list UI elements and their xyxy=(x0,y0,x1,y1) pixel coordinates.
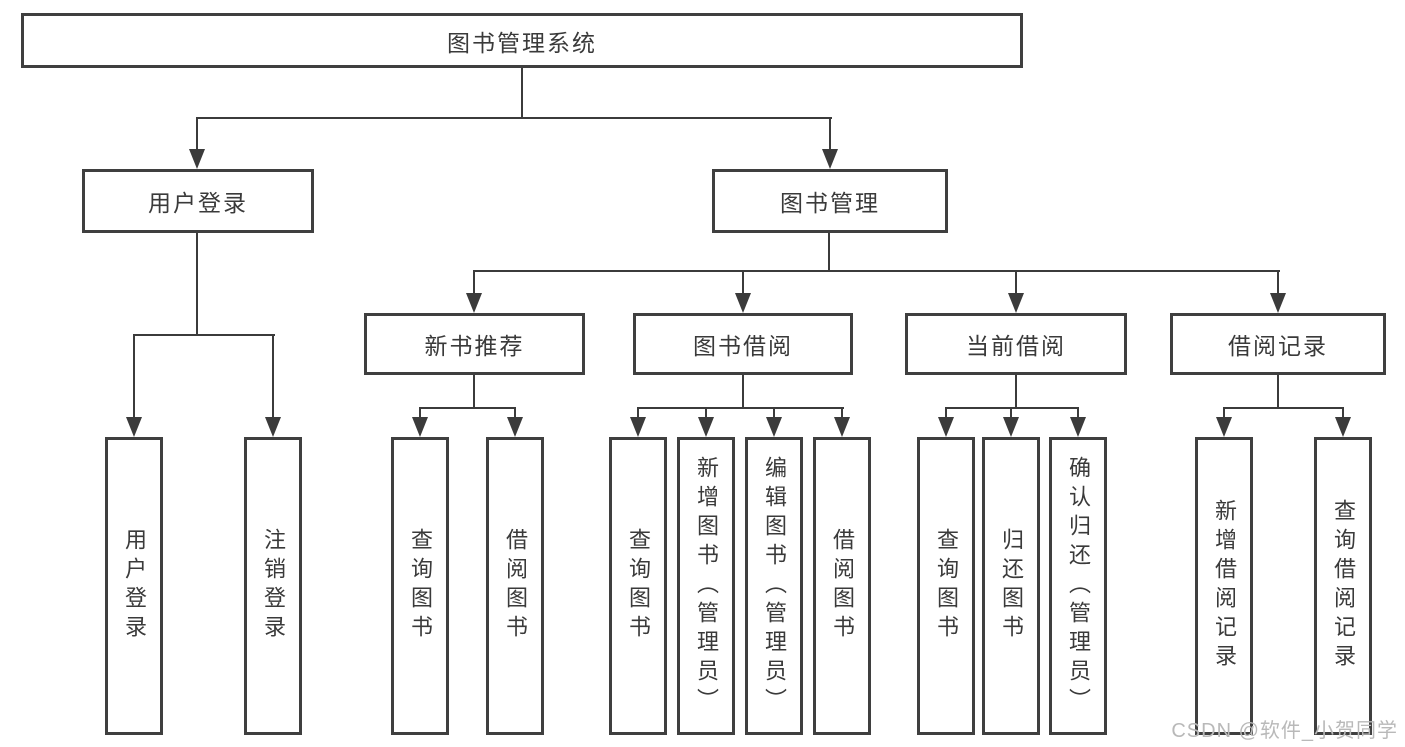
arrow-down-marker xyxy=(698,417,714,437)
connector-stem xyxy=(742,270,744,295)
arrow-down-marker xyxy=(1003,417,1019,437)
arrow-down-marker xyxy=(507,417,523,437)
connector-stem xyxy=(829,117,831,151)
watermark: CSDN @软件_小贺同学 xyxy=(1171,720,1398,742)
arrow-down-marker xyxy=(412,417,428,437)
arrow-down-marker xyxy=(1070,417,1086,437)
arrow-down-marker xyxy=(822,149,838,169)
connector-horizontal xyxy=(945,407,1079,409)
arrow-down-marker xyxy=(1270,293,1286,313)
connector-stem xyxy=(473,270,475,295)
connector-stem xyxy=(1015,270,1017,295)
arrow-down-marker xyxy=(735,293,751,313)
arrow-down-marker xyxy=(938,417,954,437)
connector-stem xyxy=(272,334,274,417)
leaf-query-borrow-record: 查询借阅记录 xyxy=(1314,437,1372,735)
connector-stem xyxy=(196,117,198,151)
connector-vertical xyxy=(473,375,475,409)
connector-stem xyxy=(773,407,775,419)
connector-stem xyxy=(1010,407,1012,419)
connector-stem xyxy=(514,407,516,419)
arrow-down-marker xyxy=(834,417,850,437)
connector-books-vertical xyxy=(828,232,830,272)
leaf-add-borrow-record: 新增借阅记录 xyxy=(1195,437,1253,735)
arrow-down-marker xyxy=(766,417,782,437)
leaf-borrow-books: 借阅图书 xyxy=(813,437,871,735)
leaf-query-books-recommend: 查询图书 xyxy=(391,437,449,735)
arrow-down-marker xyxy=(1216,417,1232,437)
arrow-down-marker xyxy=(1008,293,1024,313)
connector-stem xyxy=(419,407,421,419)
node-current-borrow: 当前借阅 xyxy=(905,313,1127,375)
connector-vertical xyxy=(1277,375,1279,409)
node-new-book-recommend: 新书推荐 xyxy=(364,313,585,375)
connector-vertical xyxy=(742,375,744,409)
node-book-management: 图书管理 xyxy=(712,169,948,233)
connector-horizontal xyxy=(1223,407,1344,409)
connector-stem xyxy=(133,334,135,417)
connector-stem xyxy=(1277,270,1279,295)
connector-horizontal xyxy=(419,407,516,409)
connector-stem xyxy=(1223,407,1225,419)
connector-vertical xyxy=(1015,375,1017,409)
node-book-borrow: 图书借阅 xyxy=(633,313,853,375)
connector-stem xyxy=(945,407,947,419)
arrow-down-marker xyxy=(265,417,281,437)
leaf-edit-books-admin: 编辑图书（管理员） xyxy=(745,437,803,735)
connector-stem xyxy=(705,407,707,419)
leaf-confirm-return-admin: 确认归还（管理员） xyxy=(1049,437,1107,735)
connector-root-horizontal xyxy=(196,117,832,119)
connector-stem xyxy=(1077,407,1079,419)
connector-root-vertical xyxy=(521,68,523,119)
node-borrow-records: 借阅记录 xyxy=(1170,313,1386,375)
connector-stem xyxy=(1342,407,1344,419)
leaf-borrow-books-recommend: 借阅图书 xyxy=(486,437,544,735)
arrow-down-marker xyxy=(189,149,205,169)
connector-login-vertical xyxy=(196,233,198,336)
arrow-down-marker xyxy=(466,293,482,313)
leaf-query-books-current: 查询图书 xyxy=(917,437,975,735)
arrow-down-marker xyxy=(1335,417,1351,437)
connector-horizontal xyxy=(637,407,844,409)
leaf-logout: 注销登录 xyxy=(244,437,302,735)
leaf-user-login: 用户登录 xyxy=(105,437,163,735)
node-user-login: 用户登录 xyxy=(82,169,314,233)
connector-login-horizontal xyxy=(133,334,275,336)
node-library-system: 图书管理系统 xyxy=(21,13,1023,68)
leaf-query-books-borrow: 查询图书 xyxy=(609,437,667,735)
connector-stem xyxy=(841,407,843,419)
arrow-down-marker xyxy=(630,417,646,437)
leaf-add-books-admin: 新增图书（管理员） xyxy=(677,437,735,735)
arrow-down-marker xyxy=(126,417,142,437)
connector-books-horizontal xyxy=(473,270,1280,272)
leaf-return-books: 归还图书 xyxy=(982,437,1040,735)
connector-stem xyxy=(637,407,639,419)
